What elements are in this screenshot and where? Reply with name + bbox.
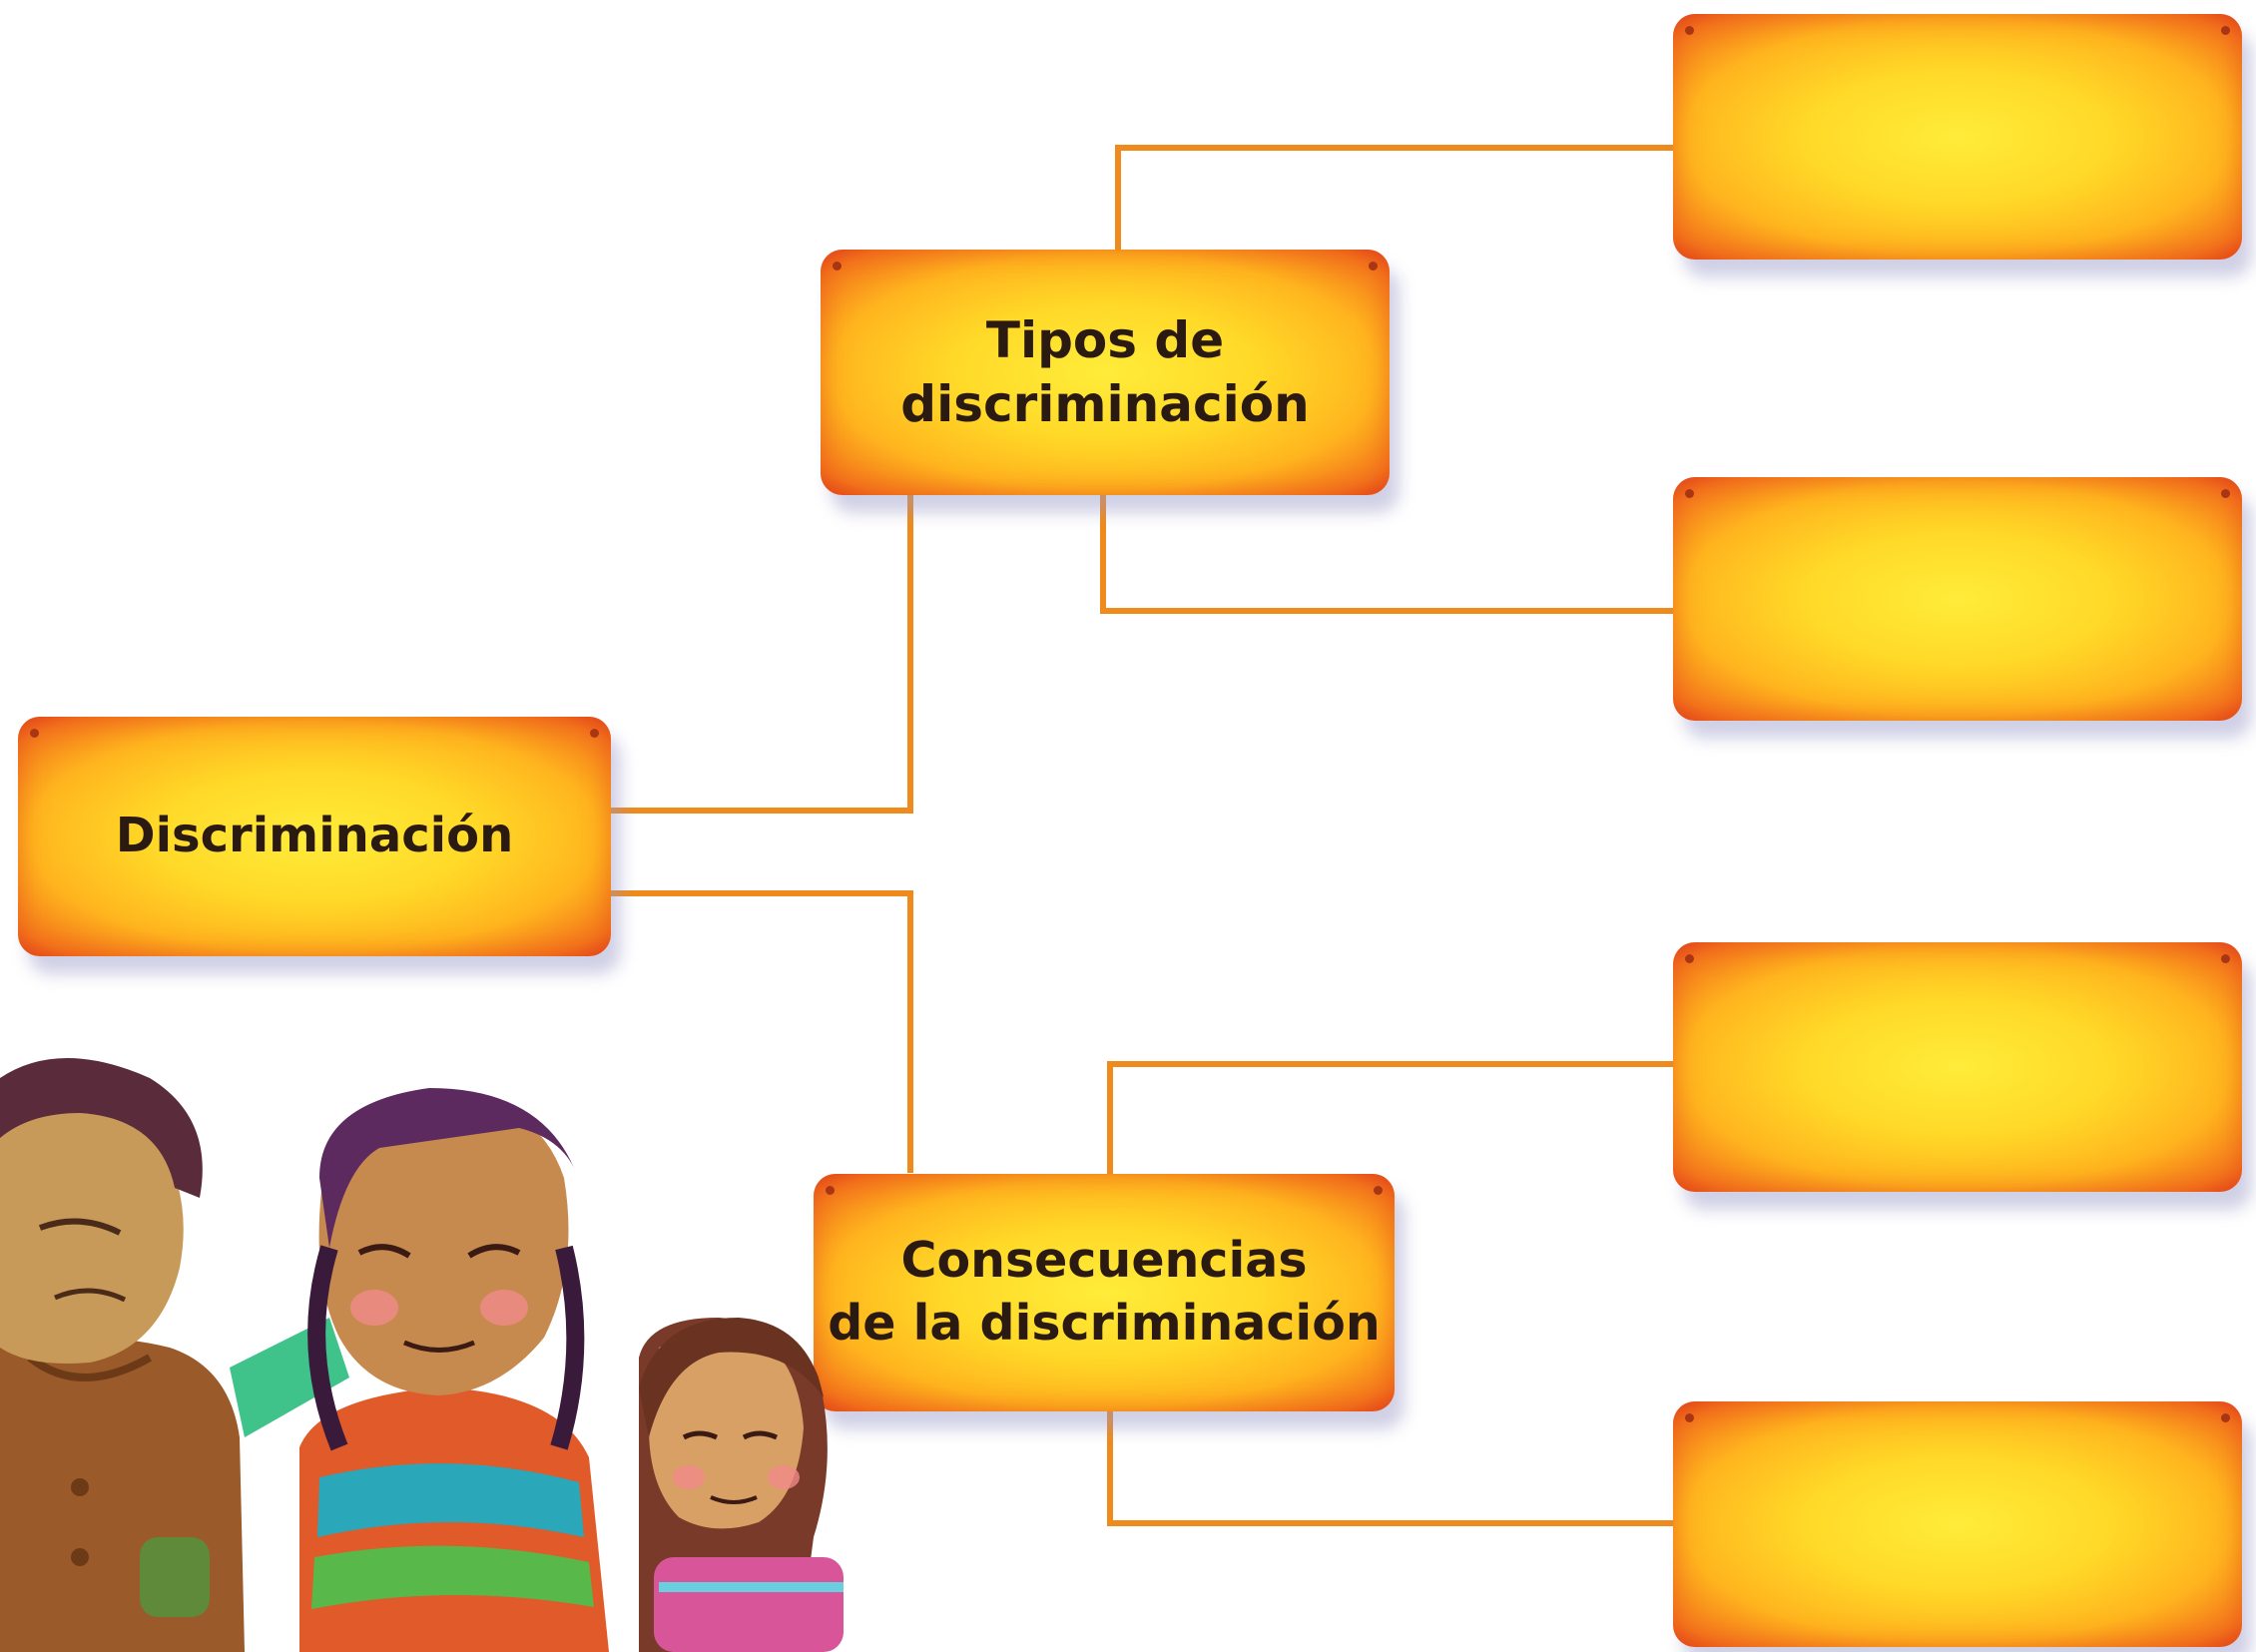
- family-illustration: [0, 1058, 844, 1652]
- branch-node-tipos: Tipos de discriminación: [821, 250, 1390, 495]
- branch-node-consecuencias: Consecuencias de la discriminación: [814, 1174, 1395, 1411]
- woman-figure: [299, 1088, 609, 1652]
- answer-box-consecuencias-1[interactable]: [1673, 942, 2242, 1192]
- connector-consecuencias-to-answer-4: [1107, 1411, 1673, 1526]
- connector-tipos-to-answer-1: [1115, 145, 1673, 250]
- connector-tipos-to-answer-2: [1100, 495, 1673, 614]
- man-figure: [0, 1058, 349, 1652]
- girl-figure: [639, 1318, 844, 1652]
- connector-consecuencias-to-answer-3: [1107, 1061, 1673, 1174]
- branch-node-consecuencias-label: Consecuencias de la discriminación: [828, 1232, 1381, 1352]
- answer-box-tipos-1[interactable]: [1673, 14, 2242, 260]
- answer-box-consecuencias-2[interactable]: [1673, 1401, 2242, 1647]
- connector-root-to-tipos: [611, 495, 913, 814]
- root-node: Discriminación: [18, 717, 611, 956]
- branch-node-tipos-label: Tipos de discriminación: [900, 311, 1310, 433]
- root-node-label: Discriminación: [115, 808, 514, 864]
- answer-box-tipos-2[interactable]: [1673, 477, 2242, 721]
- connector-root-to-consecuencias: [611, 890, 913, 1173]
